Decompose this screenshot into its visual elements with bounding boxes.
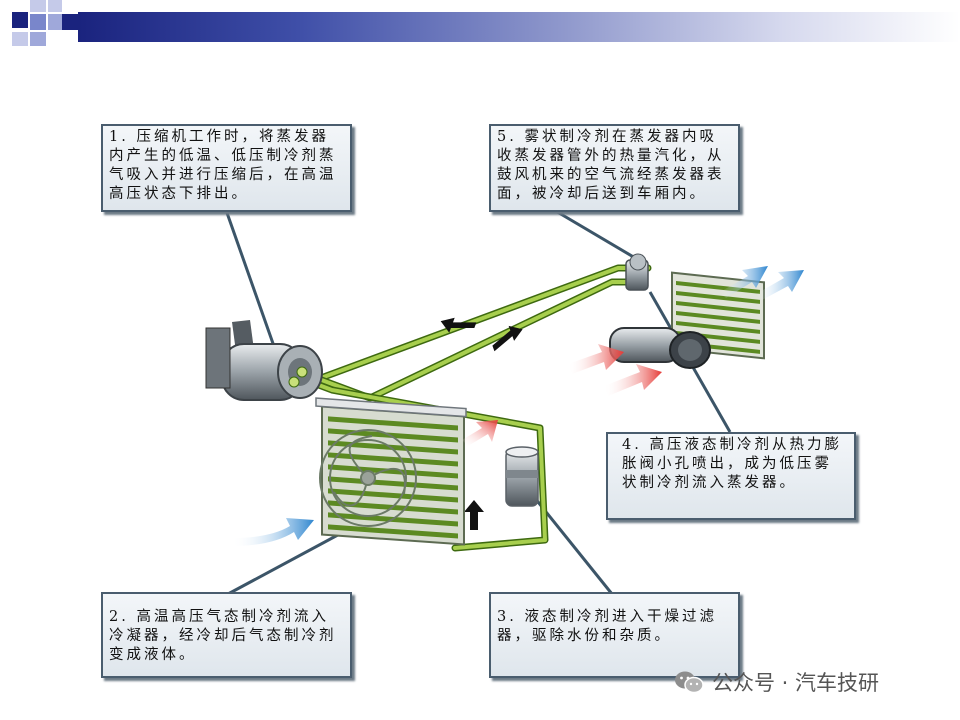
banner-square	[48, 14, 62, 30]
cold-air-out-arrow	[756, 270, 804, 300]
condenser	[315, 397, 467, 546]
air-flow-arrows	[232, 266, 804, 546]
callout-step-4-text: 4. 高压液态制冷剂从热力膨胀阀小孔喷出，成为低压雾状制冷剂流入蒸发器。	[622, 437, 842, 491]
hot-air-arrow	[568, 344, 624, 374]
banner-square	[12, 32, 28, 46]
banner-square	[12, 12, 28, 28]
wechat-icon	[675, 671, 704, 694]
banner-square	[30, 32, 46, 46]
title-banner	[0, 0, 960, 50]
leader-lines	[224, 208, 732, 596]
callout-step-4: 4. 高压液态制冷剂从热力膨胀阀小孔喷出，成为低压雾状制冷剂流入蒸发器。	[606, 432, 856, 520]
callout-step-1: 1. 压缩机工作时，将蒸发器内产生的低温、低压制冷剂蒸气吸入并进行压缩后，在高温…	[101, 124, 352, 212]
banner-gradient-bar	[78, 12, 960, 42]
callout-step-2: 2. 高温高压气态制冷剂流入冷凝器，经冷却后气态制冷剂变成液体。	[101, 592, 352, 678]
flow-arrow	[492, 325, 523, 352]
hot-air-arrow	[462, 420, 498, 446]
cool-air-arrow	[232, 518, 314, 546]
receiver-drier	[505, 446, 539, 507]
watermark: 公众号 · 汽车技研	[674, 665, 879, 699]
banner-square	[30, 14, 46, 30]
callout-step-5: 5. 雾状制冷剂在蒸发器内吸收蒸发器管外的热量汽化，从鼓风机来的空气流经蒸发器表…	[489, 124, 740, 212]
leader-line-1	[224, 209, 278, 353]
cold-air-out-arrow	[720, 266, 768, 298]
expansion-valve	[625, 253, 649, 291]
condenser-fan	[319, 429, 417, 527]
banner-square	[48, 0, 62, 12]
callout-step-3: 3. 液态制冷剂进入干燥过滤器，驱除水份和杂质。	[489, 592, 740, 678]
callout-step-3-text: 3. 液态制冷剂进入干燥过滤器，驱除水份和杂质。	[497, 609, 717, 644]
watermark-text: 公众号 · 汽车技研	[712, 671, 880, 695]
banner-square	[30, 0, 46, 12]
callout-step-2-text: 2. 高温高压气态制冷剂流入冷凝器，经冷却后气态制冷剂变成液体。	[109, 609, 337, 663]
flow-arrow	[464, 500, 484, 530]
callout-step-5-text: 5. 雾状制冷剂在蒸发器内吸收蒸发器管外的热量汽化，从鼓风机来的空气流经蒸发器表…	[497, 129, 725, 202]
leader-line-5	[553, 208, 643, 264]
banner-square	[62, 14, 78, 30]
liquid-pipe	[296, 278, 644, 402]
blower-motor	[609, 327, 711, 369]
hot-air-arrow	[604, 364, 662, 396]
callout-step-1-text: 1. 压缩机工作时，将蒸发器内产生的低温、低压制冷剂蒸气吸入并进行压缩后，在高温…	[109, 129, 337, 202]
compressor	[205, 320, 323, 401]
flow-arrow	[440, 317, 477, 333]
